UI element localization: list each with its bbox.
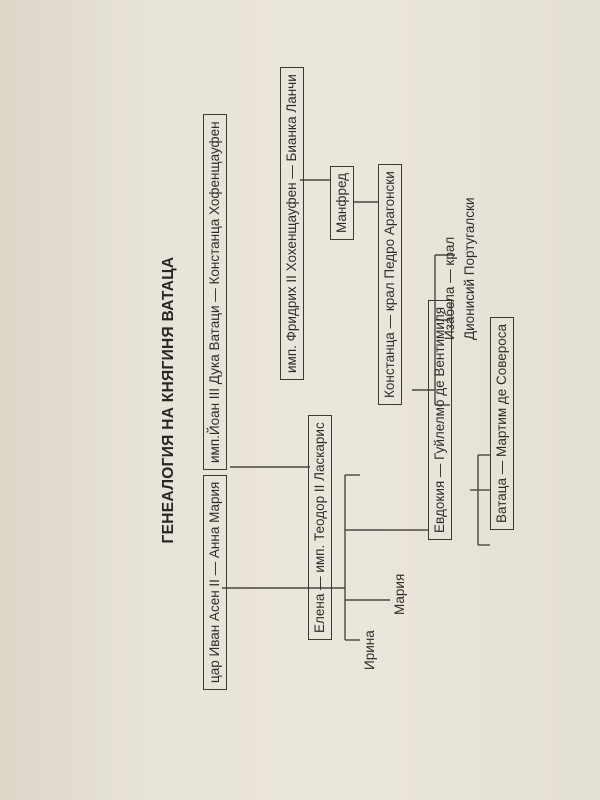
node-evdokia: Евдокия — Гуйлелмо де Вентимиля [428, 299, 452, 540]
node-elena-teodor: Елена — имп. Теодор II Ласкарис [308, 415, 332, 640]
node-konstanca-pedro: Констанца — крал Педро Арагонски [378, 164, 402, 405]
node-friedrich: имп. Фридрих II Хохенщауфен — Бианка Лан… [280, 67, 304, 380]
node-irina: Ирина [362, 630, 377, 670]
node-manfred: Манфред [330, 165, 354, 240]
izabela-line-2: Дионисий Португалски [462, 197, 477, 341]
diagram-title: ГЕНЕАЛОГИЯ НА КНЯГИНЯ ВАТАЦА [160, 256, 177, 544]
node-vatatsa: Ватаца — Мартим де Совероса [490, 316, 514, 530]
node-maria: Мария [392, 573, 407, 615]
node-ioan-vatatzes: имп.Йоан III Дука Ватаци — Констанца Хоф… [203, 114, 227, 470]
node-ivan-asen: цар Иван Асен II — Анна Мария [203, 474, 227, 690]
